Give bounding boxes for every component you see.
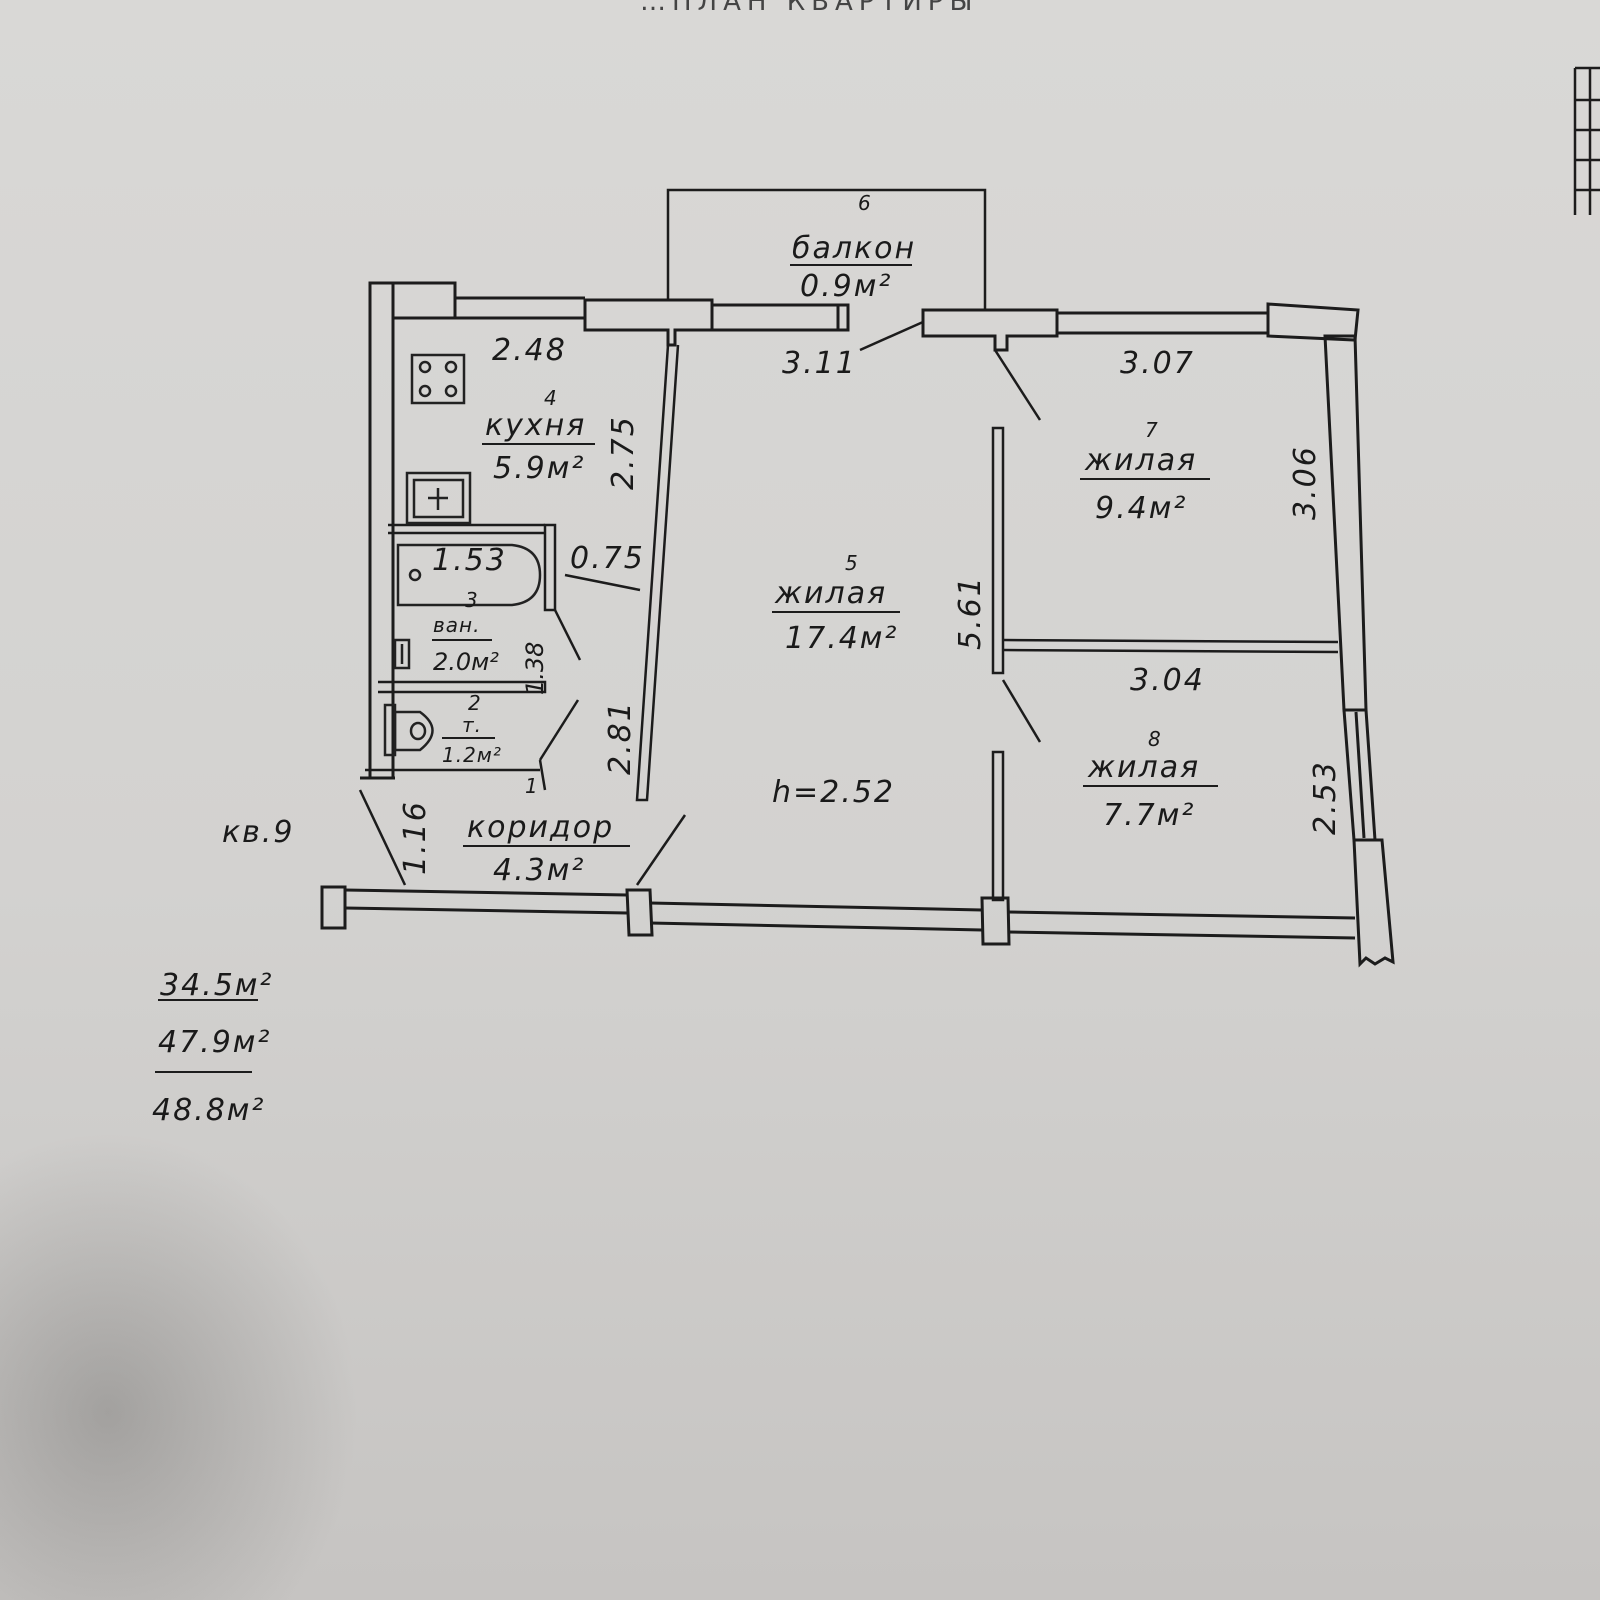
living8-name: жилая xyxy=(1087,750,1200,785)
bathroom-number: 3 xyxy=(465,588,479,612)
room-living-7: 7 жилая 9.4м² xyxy=(1080,418,1210,526)
room-corridor: 1 коридор 4.3м² xyxy=(463,774,630,888)
living8-number: 8 xyxy=(1148,727,1162,751)
photo-shadow xyxy=(0,1130,360,1600)
dim-room5-width: 3.11 xyxy=(782,346,857,381)
area-totals: 34.5м² 47.9м² 48.8м² xyxy=(152,968,273,1128)
dim-kitchen-length: 2.75 xyxy=(606,415,641,490)
dimension-labels: 2.48 2.75 1.53 1.38 0.75 2.81 1.16 3.11 … xyxy=(398,333,1343,875)
stove-icon xyxy=(410,353,466,405)
total-area: 47.9м² xyxy=(158,1025,271,1060)
room-toilet: 2 т. 1.2м² xyxy=(442,691,502,767)
corridor-area: 4.3м² xyxy=(493,853,585,888)
dim-partition: 0.75 xyxy=(570,541,645,576)
door-swings xyxy=(358,320,1042,886)
dim-entry-width: 1.16 xyxy=(398,800,433,875)
living7-name: жилая xyxy=(1084,443,1197,478)
apartment-label: кв.9 xyxy=(222,815,294,850)
room-living-5: 5 жилая 17.4м² xyxy=(772,551,900,656)
dim-room5-length: 5.61 xyxy=(953,575,988,650)
total-living: 34.5м² xyxy=(160,968,273,1003)
balcony-name: балкон xyxy=(792,231,916,266)
toilet-area: 1.2м² xyxy=(442,743,502,767)
dim-kitchen-width: 2.48 xyxy=(492,333,567,368)
bathtub-icon xyxy=(393,543,542,670)
living5-number: 5 xyxy=(845,551,859,575)
toilet-number: 2 xyxy=(468,691,482,715)
balcony-area: 0.9м² xyxy=(800,269,892,304)
dim-room7-width: 3.07 xyxy=(1120,346,1195,381)
living7-area: 9.4м² xyxy=(1095,491,1187,526)
room-living-8: 8 жилая 7.7м² xyxy=(1083,727,1218,833)
ceiling-height: h=2.52 xyxy=(772,775,895,810)
room-kitchen: 4 кухня 5.9м² xyxy=(482,386,595,486)
dim-room8-width: 3.04 xyxy=(1130,663,1205,698)
toilet-name: т. xyxy=(462,713,482,737)
toilet-icon xyxy=(383,703,434,757)
balcony: 6 балкон 0.9м² xyxy=(666,188,987,310)
living5-name: жилая xyxy=(774,576,887,611)
bathroom-name: ван. xyxy=(433,613,480,637)
total-with-balcony: 48.8м² xyxy=(152,1093,265,1128)
edge-table-fragment xyxy=(1573,66,1600,215)
kitchen-name: кухня xyxy=(485,408,586,443)
kitchen-area: 5.9м² xyxy=(493,451,585,486)
dim-room7-length: 3.06 xyxy=(1288,445,1323,520)
header-title: …ПЛАН КВАРТИРЫ xyxy=(640,0,978,17)
living5-area: 17.4м² xyxy=(785,621,898,656)
balcony-number: 6 xyxy=(858,191,872,215)
dim-bath-width: 1.53 xyxy=(432,543,507,578)
sink-icon xyxy=(405,471,472,525)
dim-bath-length: 1.38 xyxy=(521,642,549,695)
corridor-number: 1 xyxy=(525,774,539,798)
exterior-walls xyxy=(320,281,1395,968)
kitchen-number: 4 xyxy=(544,386,558,410)
room-bathroom: 3 ван. 2.0м² xyxy=(432,588,499,676)
living7-number: 7 xyxy=(1145,418,1159,442)
dim-corridor-length: 2.81 xyxy=(603,700,638,775)
corridor-name: коридор xyxy=(467,810,614,845)
bathroom-area: 2.0м² xyxy=(433,648,499,676)
dim-room8-length: 2.53 xyxy=(1308,760,1343,835)
living8-area: 7.7м² xyxy=(1103,798,1195,833)
